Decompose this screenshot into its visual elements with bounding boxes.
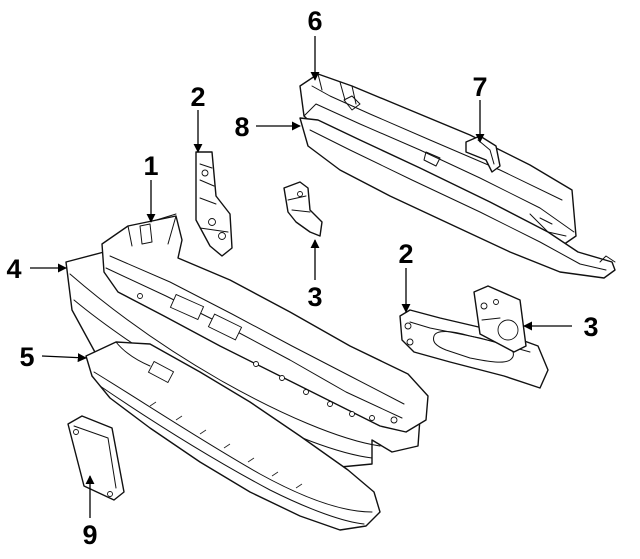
stay-part-3-upper <box>283 181 323 237</box>
lower-valance-part-5 <box>85 341 381 531</box>
bracket-part-2-right <box>399 309 549 389</box>
callout-9: 9 <box>82 520 97 550</box>
callout-4: 4 <box>6 254 21 284</box>
bracket-part-7 <box>465 135 501 173</box>
callout-labels: 1 2 2 3 3 4 5 6 7 8 9 <box>6 6 598 550</box>
callout-1: 1 <box>143 151 158 181</box>
leader-lines <box>30 36 572 518</box>
absorber-strip-part-8 <box>299 117 616 279</box>
callout-3-upper: 3 <box>307 282 322 312</box>
bumper-face-bar-part-1 <box>101 215 429 433</box>
callout-3-right: 3 <box>583 312 598 342</box>
plate-part-3-right <box>473 285 527 353</box>
bracket-part-2-left <box>195 151 233 257</box>
callout-6: 6 <box>307 6 322 36</box>
callout-5: 5 <box>19 342 34 372</box>
callout-8: 8 <box>234 112 249 142</box>
callout-2-right: 2 <box>398 239 413 269</box>
callout-2-left: 2 <box>190 82 205 112</box>
license-plate-bracket-part-9 <box>67 415 125 501</box>
leader-5 <box>41 353 87 363</box>
callout-7: 7 <box>472 72 487 102</box>
